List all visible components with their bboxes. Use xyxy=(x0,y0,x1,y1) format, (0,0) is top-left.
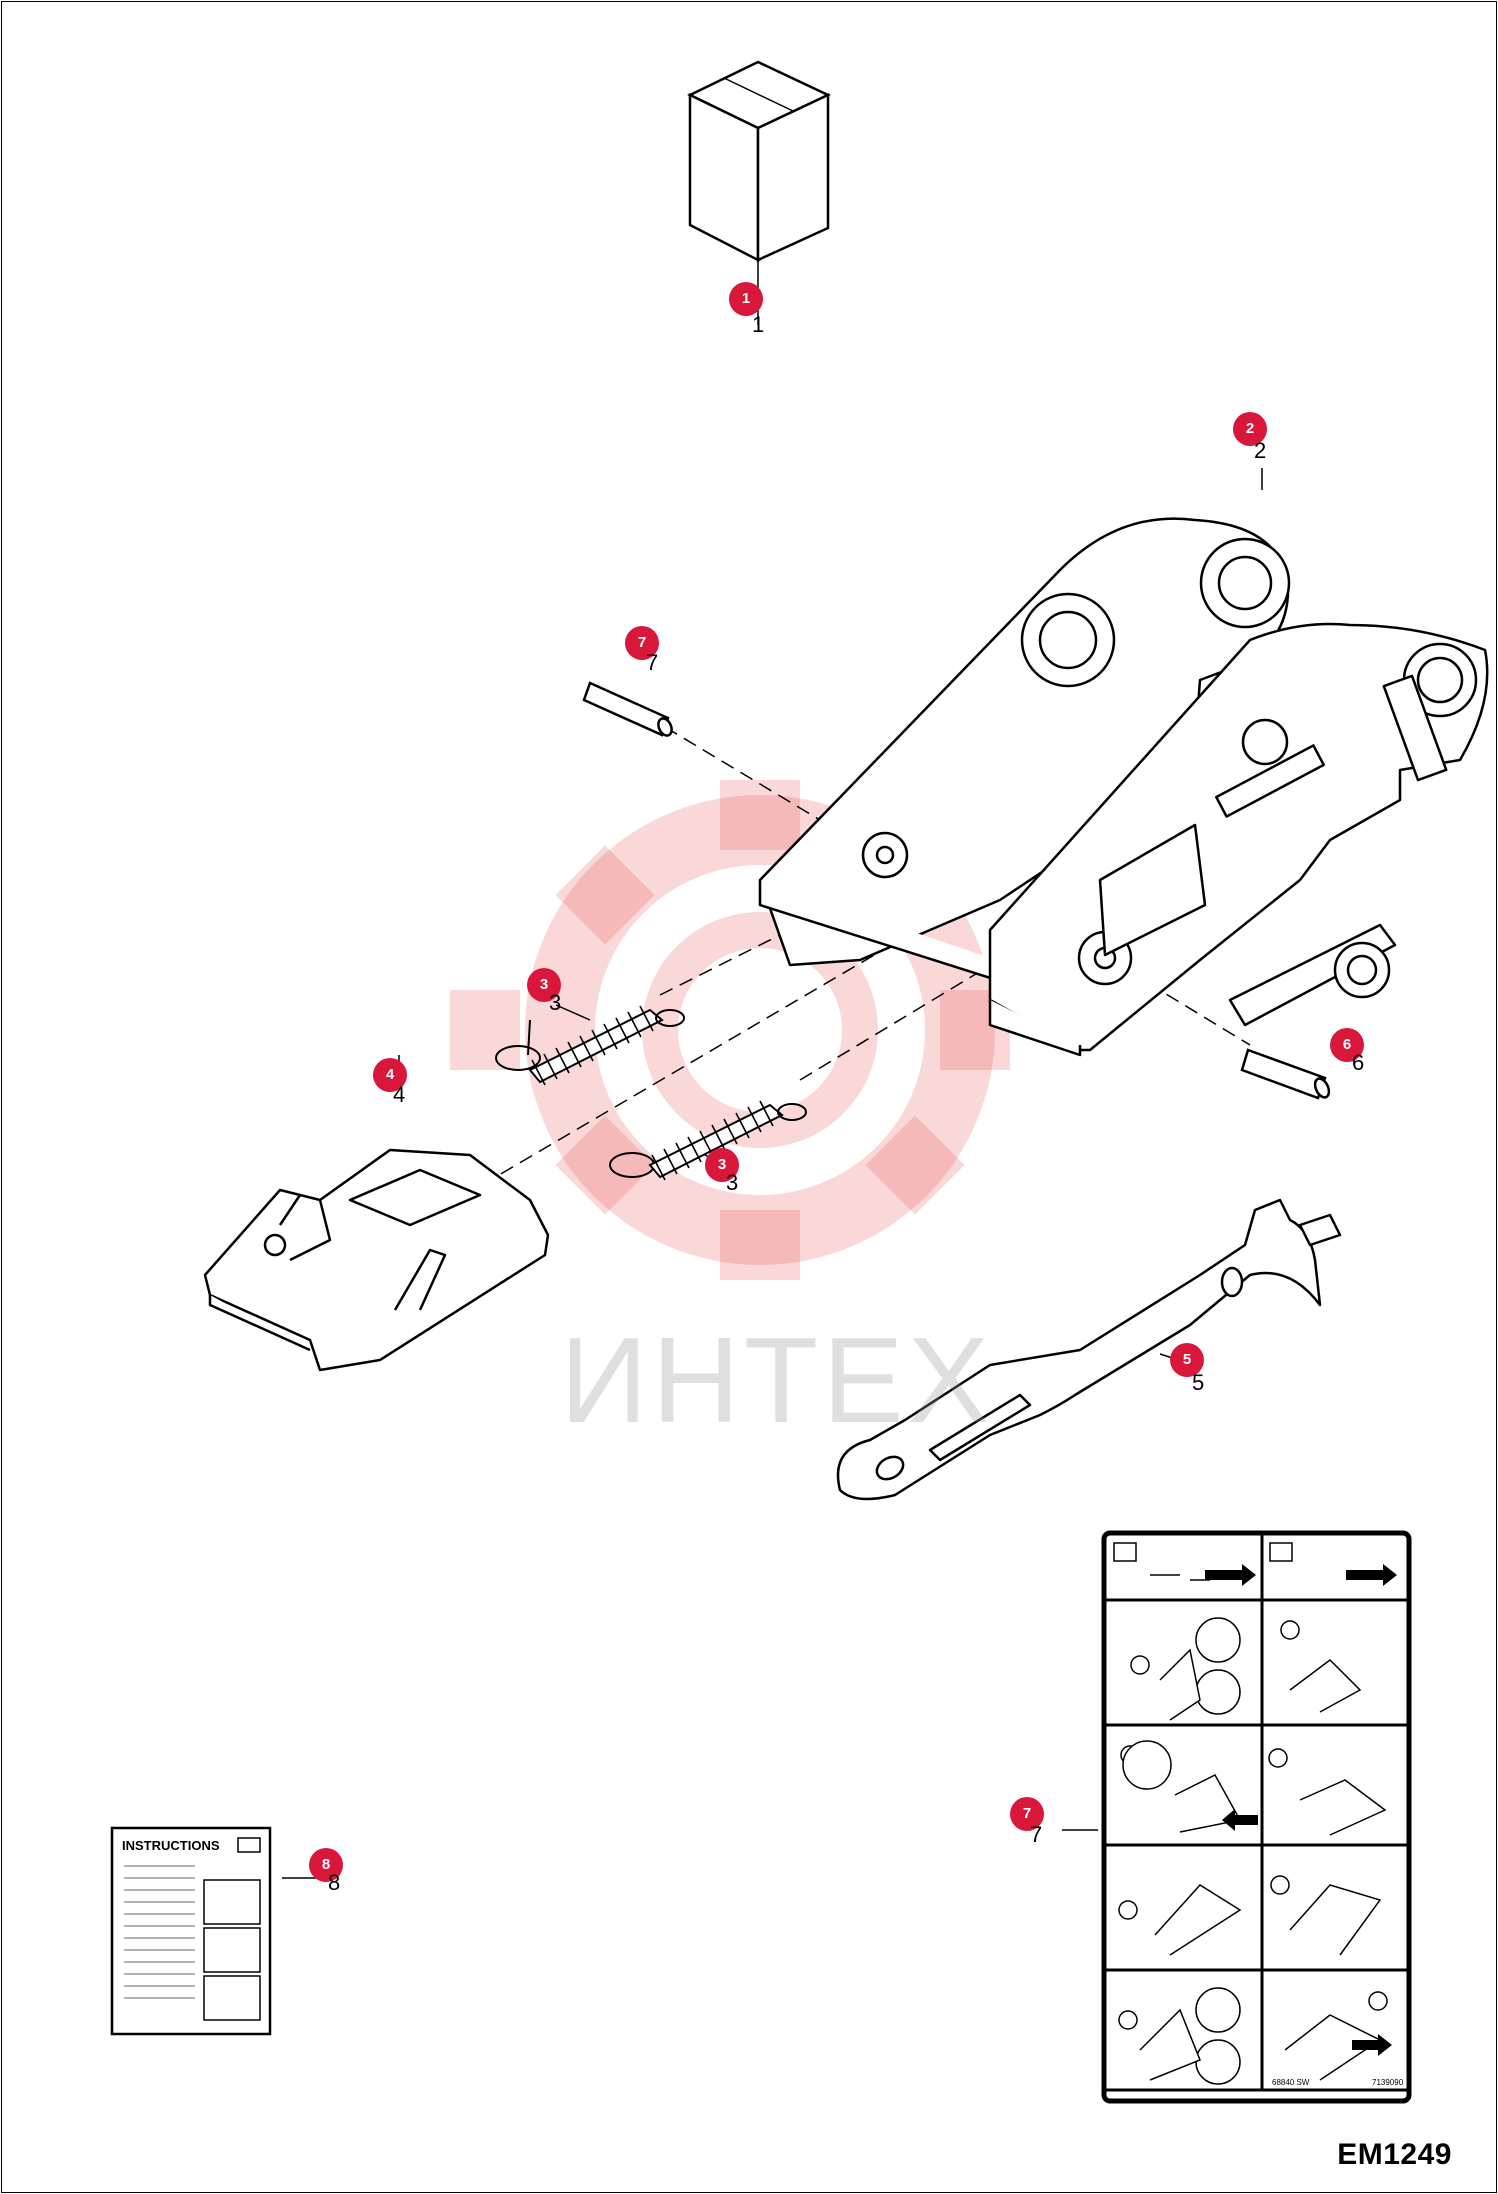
wedge-part xyxy=(203,1148,550,1372)
callout-5[interactable]: 5 xyxy=(1170,1343,1204,1377)
callout-tag-5: 5 xyxy=(1192,1370,1205,1395)
spring-part-a xyxy=(495,1005,685,1086)
callout-2[interactable]: 2 xyxy=(1233,412,1267,446)
coupler-frame xyxy=(758,517,1489,1057)
callout-3-spring-a[interactable]: 3 xyxy=(527,968,561,1002)
callout-tag-3-spring-b: 3 xyxy=(726,1170,739,1195)
callout-tag-8: 8 xyxy=(328,1870,341,1895)
callout-4[interactable]: 4 xyxy=(373,1058,407,1092)
callout-6[interactable]: 6 xyxy=(1330,1028,1364,1062)
callout-tag-6: 6 xyxy=(1352,1050,1365,1075)
pin-part-7 xyxy=(582,681,673,737)
callout-3-spring-b[interactable]: 3 xyxy=(705,1148,739,1182)
manual-title: INSTRUCTIONS xyxy=(122,1838,220,1853)
callout-8[interactable]: 8 xyxy=(309,1848,343,1882)
callout-tag-2: 2 xyxy=(1254,438,1267,463)
box-part xyxy=(687,60,831,325)
callout-1[interactable]: 1 xyxy=(729,282,763,316)
callout-7-pin[interactable]: 7 xyxy=(625,626,659,660)
callout-tag-7-pin: 7 xyxy=(646,650,659,675)
spring-part-b xyxy=(609,1100,807,1181)
callout-tag-7-decal: 7 xyxy=(1030,1822,1043,1847)
decal-code-left: 68840 SW xyxy=(1272,2078,1310,2087)
lever-part xyxy=(836,1198,1342,1501)
watermark-text: ИНТЕХ xyxy=(560,1312,994,1448)
document-code: EM1249 xyxy=(1337,2138,1452,2171)
instruction-decal xyxy=(1101,1530,1412,2104)
callout-tag-1: 1 xyxy=(752,312,765,337)
manual-part xyxy=(110,1826,272,2036)
callout-tag-3-spring-a: 3 xyxy=(549,990,562,1015)
pin-part-6 xyxy=(1240,1048,1331,1100)
callout-tag-4: 4 xyxy=(393,1082,406,1107)
decal-code-right: 7139090 xyxy=(1372,2078,1404,2087)
callout-7-decal[interactable]: 7 xyxy=(1010,1797,1044,1831)
